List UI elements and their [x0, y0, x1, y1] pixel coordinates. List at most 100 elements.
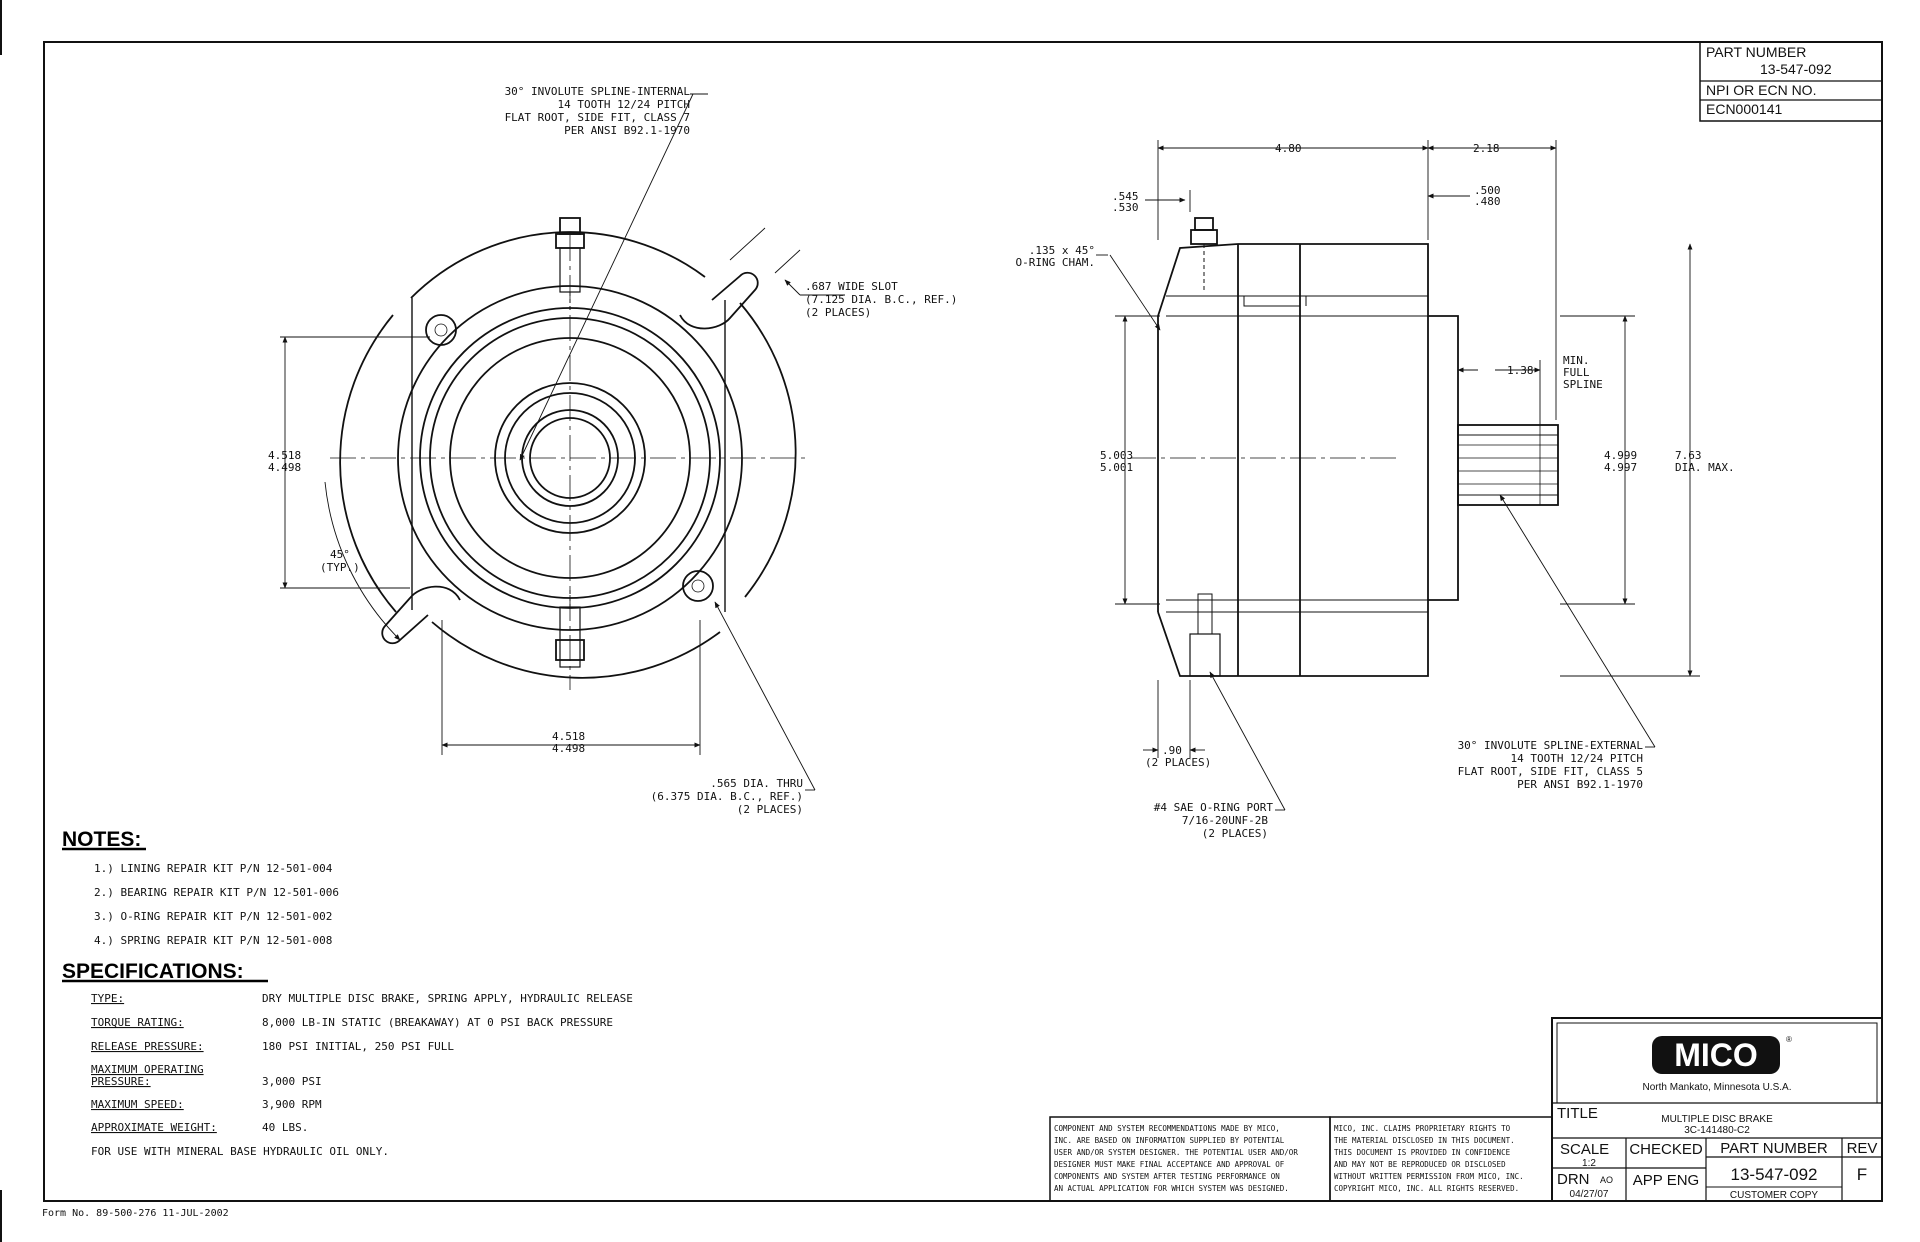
- spec-label-weight: APPROXIMATE WEIGHT:: [91, 1121, 217, 1134]
- spec-label-type: TYPE:: [91, 992, 124, 1005]
- horizontal-dim-lower: 4.498: [552, 742, 585, 755]
- rev-value: F: [1857, 1165, 1867, 1184]
- dim-5-003: 5.003: [1100, 449, 1133, 462]
- disclaimer-left-line: INC. ARE BASED ON INFORMATION SUPPLIED B…: [1054, 1136, 1285, 1145]
- dim-90: .90: [1162, 744, 1182, 757]
- spec-label-torque: TORQUE RATING:: [91, 1016, 184, 1029]
- note-item: 4.) SPRING REPAIR KIT P/N 12-501-008: [94, 934, 332, 947]
- holes-line3: (2 PLACES): [737, 803, 803, 816]
- disclaimer-left-line: USER AND/OR SYSTEM DESIGNER. THE POTENTI…: [1054, 1148, 1298, 1157]
- drawing-border: [43, 41, 1883, 1202]
- slot-line3: (2 PLACES): [805, 306, 871, 319]
- spec-value-release: 180 PSI INITIAL, 250 PSI FULL: [262, 1040, 454, 1053]
- spec-label-speed: MAXIMUM SPEED:: [91, 1098, 184, 1111]
- chamfer-line2: O-RING CHAM.: [1016, 256, 1095, 269]
- specifications-heading: SPECIFICATIONS:: [62, 960, 244, 983]
- chamfer-line1: .135 x 45°: [1029, 244, 1095, 257]
- notes-heading: NOTES:: [62, 828, 141, 851]
- company-location: North Mankato, Minnesota U.S.A.: [1643, 1082, 1792, 1093]
- slot-line2: (7.125 DIA. B.C., REF.): [805, 293, 957, 306]
- mico-logo: MICO ®: [1652, 1035, 1792, 1074]
- front-view-labels: 30° INVOLUTE SPLINE-INTERNAL 14 TOOTH 12…: [268, 85, 957, 816]
- part-number-title-label: PART NUMBER: [1720, 1140, 1828, 1157]
- specifications-section: SPECIFICATIONS: TYPE: DRY MULTIPLE DISC …: [62, 960, 633, 1158]
- disclaimer-right-line: WITHOUT WRITTEN PERMISSION FROM MICO, IN…: [1334, 1172, 1524, 1181]
- angle-typ: (TYP.): [320, 561, 360, 574]
- holes-line1: .565 DIA. THRU: [710, 777, 803, 790]
- disclaimer-right-line: THIS DOCUMENT IS PROVIDED IN CONFIDENCE: [1334, 1148, 1511, 1157]
- spec-footer: FOR USE WITH MINERAL BASE HYDRAULIC OIL …: [91, 1145, 389, 1158]
- disclaimer-left-line: AN ACTUAL APPLICATION FOR WHICH SYSTEM W…: [1054, 1184, 1289, 1193]
- dim-530: .530: [1112, 201, 1139, 214]
- spec-value-torque: 8,000 LB-IN STATIC (BREAKAWAY) AT 0 PSI …: [262, 1016, 613, 1029]
- vertical-dim-lower: 4.498: [268, 461, 301, 474]
- svg-text:®: ®: [1786, 1035, 1792, 1044]
- min-spline-line3: SPLINE: [1563, 378, 1603, 391]
- drn-date: 04/27/07: [1570, 1189, 1609, 1200]
- spec-label-max-pressure-line1: MAXIMUM OPERATING: [91, 1063, 204, 1076]
- part-number-value: 13-547-092: [1760, 61, 1832, 77]
- spline-external-line4: PER ANSI B92.1-1970: [1517, 778, 1643, 791]
- title-block: MICO ® North Mankato, Minnesota U.S.A. T…: [1551, 1017, 1883, 1202]
- min-spline-line1: MIN.: [1563, 354, 1590, 367]
- app-eng-label: APP ENG: [1633, 1172, 1699, 1189]
- slot-line1: .687 WIDE SLOT: [805, 280, 898, 293]
- side-view-labels: 4.80 2.18 .545 .530 .500 .480 .135 x 45°…: [1016, 142, 1735, 840]
- title-line2: 3C-141480-C2: [1684, 1125, 1750, 1136]
- disclaimer-left-line: COMPONENTS AND SYSTEM AFTER TESTING PERF…: [1054, 1172, 1280, 1181]
- title-line1: MULTIPLE DISC BRAKE: [1661, 1114, 1773, 1125]
- spline-external-line3: FLAT ROOT, SIDE FIT, CLASS 5: [1458, 765, 1643, 778]
- note-item: 3.) O-RING REPAIR KIT P/N 12-501-002: [94, 910, 332, 923]
- disclaimer-right-line: THE MATERIAL DISCLOSED IN THIS DOCUMENT.: [1334, 1136, 1515, 1145]
- spline-external-line1: 30° INVOLUTE SPLINE-EXTERNAL: [1458, 739, 1644, 752]
- form-number: Form No. 89-500-276 11-JUL-2002: [42, 1208, 229, 1219]
- spec-value-type: DRY MULTIPLE DISC BRAKE, SPRING APPLY, H…: [262, 992, 633, 1005]
- dim-dia-max: DIA. MAX.: [1675, 461, 1735, 474]
- scale-value: 1:2: [1582, 1158, 1596, 1169]
- disclaimer-block: COMPONENT AND SYSTEM RECOMMENDATIONS MAD…: [1049, 1116, 1553, 1202]
- dim-2-18: 2.18: [1473, 142, 1500, 155]
- spline-internal-line4: PER ANSI B92.1-1970: [564, 124, 690, 137]
- front-view-dimensions: [280, 93, 845, 791]
- angle-value: 45°: [330, 548, 350, 561]
- customer-copy-label: CUSTOMER COPY: [1730, 1190, 1818, 1201]
- checked-label: CHECKED: [1629, 1141, 1703, 1158]
- spec-value-weight: 40 LBS.: [262, 1121, 308, 1134]
- port-line1: #4 SAE O-RING PORT: [1154, 801, 1274, 814]
- dim-4-80: 4.80: [1275, 142, 1302, 155]
- drn-label: DRN: [1557, 1171, 1590, 1188]
- disclaimer-left-line: COMPONENT AND SYSTEM RECOMMENDATIONS MAD…: [1054, 1124, 1280, 1133]
- port-line2: 7/16-20UNF-2B: [1182, 814, 1268, 827]
- ecn-value: ECN000141: [1706, 101, 1782, 117]
- horizontal-dim-upper: 4.518: [552, 730, 585, 743]
- port-line3: (2 PLACES): [1202, 827, 1268, 840]
- note-item: 2.) BEARING REPAIR KIT P/N 12-501-006: [94, 886, 339, 899]
- scale-label: SCALE: [1560, 1141, 1609, 1158]
- spline-internal-line3: FLAT ROOT, SIDE FIT, CLASS 7: [505, 111, 690, 124]
- side-view-dimensions: [1096, 140, 1700, 811]
- holes-line2: (6.375 DIA. B.C., REF.): [651, 790, 803, 803]
- dim-500: .500: [1474, 184, 1501, 197]
- notes-section: NOTES: 1.) LINING REPAIR KIT P/N 12-501-…: [62, 828, 339, 947]
- side-view: [1130, 217, 1559, 677]
- part-number-label: PART NUMBER: [1706, 44, 1806, 60]
- part-number-title-value: 13-547-092: [1731, 1165, 1818, 1184]
- disclaimer-right-line: COPYRIGHT MICO, INC. ALL RIGHTS RESERVED…: [1334, 1184, 1519, 1193]
- disclaimer-left-line: DESIGNER MUST MAKE FINAL ACCEPTANCE AND …: [1054, 1160, 1285, 1169]
- note-item: 1.) LINING REPAIR KIT P/N 12-501-004: [94, 862, 333, 875]
- spec-label-release: RELEASE PRESSURE:: [91, 1040, 204, 1053]
- spline-external-line2: 14 TOOTH 12/24 PITCH: [1511, 752, 1643, 765]
- spline-internal-line1: 30° INVOLUTE SPLINE-INTERNAL: [505, 85, 691, 98]
- vertical-dim-upper: 4.518: [268, 449, 301, 462]
- spec-value-speed: 3,900 RPM: [262, 1098, 322, 1111]
- dim-1-38: 1.38: [1507, 364, 1534, 377]
- min-spline-line2: FULL: [1563, 366, 1590, 379]
- dim-480: .480: [1474, 195, 1501, 208]
- dim-90-places: (2 PLACES): [1145, 756, 1211, 769]
- spec-value-max-pressure: 3,000 PSI: [262, 1075, 322, 1088]
- dim-5-001: 5.001: [1100, 461, 1133, 474]
- spline-internal-line2: 14 TOOTH 12/24 PITCH: [558, 98, 690, 111]
- title-label: TITLE: [1557, 1105, 1598, 1122]
- spec-label-max-pressure-line2: PRESSURE:: [91, 1075, 151, 1088]
